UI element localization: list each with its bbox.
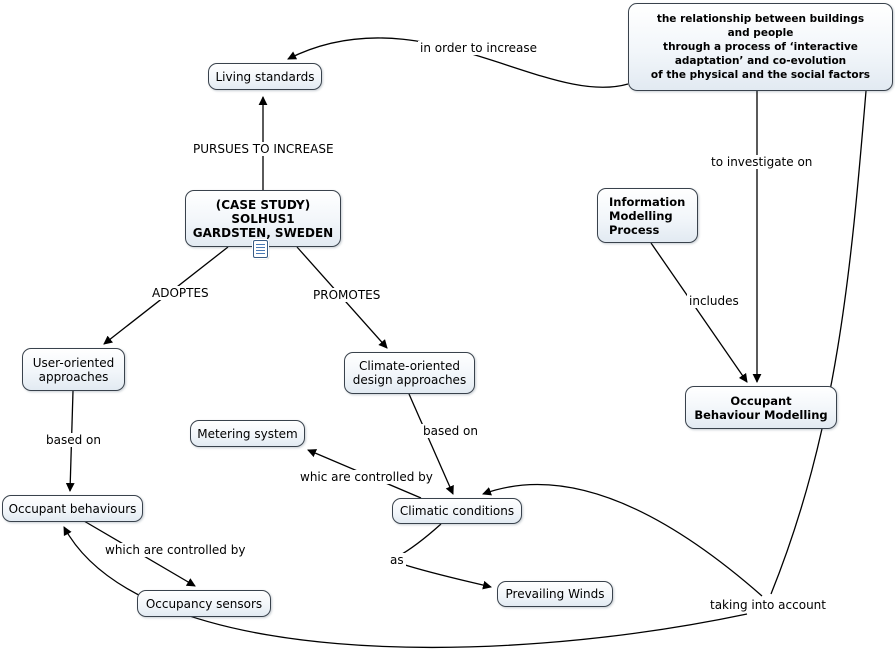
node-occupant-behaviours[interactable]: Occupant behaviours (2, 495, 143, 522)
node-relationship-focus[interactable]: the relationship between buildings and p… (628, 3, 893, 91)
link-label-as[interactable]: as (388, 553, 406, 567)
node-occupant-behaviour-modelling[interactable]: Occupant Behaviour Modelling (685, 386, 837, 429)
resource-icon[interactable] (253, 240, 268, 258)
edge-based-on-climate (408, 393, 454, 495)
node-climate-oriented-approaches[interactable]: Climate-oriented design approaches (344, 352, 475, 394)
link-label-adoptes[interactable]: ADOPTES (150, 286, 211, 300)
link-label-in-order-to-increase[interactable]: in order to increase (418, 41, 540, 55)
node-occupancy-sensors[interactable]: Occupancy sensors (137, 590, 271, 617)
node-case-study[interactable]: (CASE STUDY) SOLHUS1 GARDSTEN, SWEDEN (185, 190, 341, 247)
edge-taking-to-climatic (482, 483, 763, 597)
link-label-taking-into-account[interactable]: taking into account (708, 598, 828, 612)
node-prevailing-winds[interactable]: Prevailing Winds (497, 581, 613, 607)
link-label-based-on-climate[interactable]: based on (421, 424, 480, 438)
node-metering-system[interactable]: Metering system (190, 420, 305, 447)
node-climatic-conditions[interactable]: Climatic conditions (392, 498, 522, 524)
link-label-pursues-to-increase[interactable]: PURSUES TO INCREASE (191, 142, 336, 156)
edge-taking-to-occupant (63, 526, 748, 649)
node-user-oriented-approaches[interactable]: User-oriented approaches (22, 348, 125, 391)
node-living-standards[interactable]: Living standards (208, 63, 322, 90)
node-information-modelling-process[interactable]: Information Modelling Process (597, 188, 698, 243)
link-label-which-are-controlled-by[interactable]: which are controlled by (103, 543, 248, 557)
edge-in-order-to-increase (287, 37, 629, 88)
link-label-to-investigate-on[interactable]: to investigate on (709, 155, 815, 169)
link-label-based-on-user[interactable]: based on (44, 433, 103, 447)
link-label-whic-are-controlled-by[interactable]: whic are controlled by (298, 470, 435, 484)
edge-as-out (401, 563, 492, 590)
edge-includes (650, 242, 748, 383)
link-label-includes[interactable]: includes (687, 294, 741, 308)
link-label-promotes[interactable]: PROMOTES (311, 288, 383, 302)
edge-taking-trunk (770, 90, 867, 595)
